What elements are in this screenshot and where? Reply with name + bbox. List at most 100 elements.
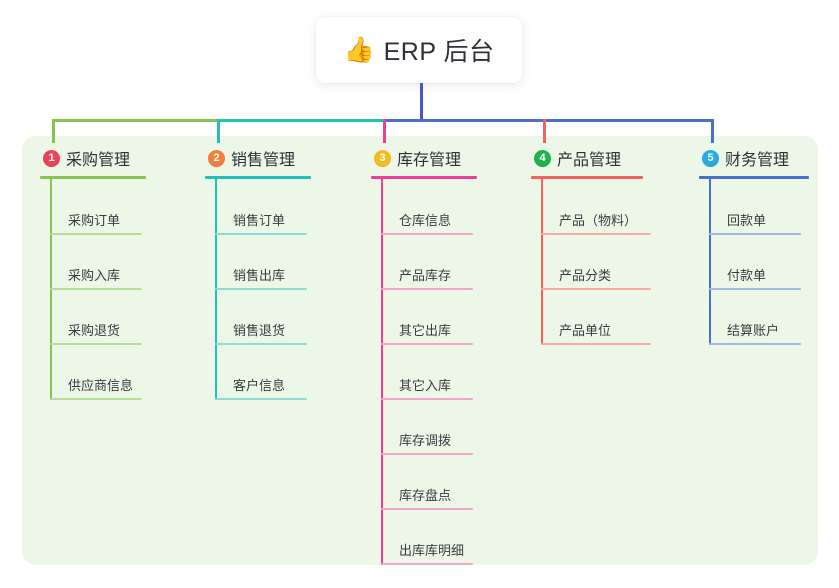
branch-header-5[interactable]: 5 财务管理 — [699, 146, 809, 170]
branch-title: 销售管理 — [231, 152, 296, 169]
branch-header-4[interactable]: 4 产品管理 — [531, 146, 643, 170]
branch-item-label: 结算账户 — [727, 323, 780, 338]
drop-line-4 — [543, 119, 546, 143]
branch-number-badge: 2 — [208, 149, 225, 167]
thumbs-up-icon: 👍 — [343, 35, 375, 64]
branch-item-label: 库存盘点 — [399, 488, 452, 503]
root-node-label: ERP 后台 — [383, 38, 495, 66]
drop-line-1 — [52, 119, 55, 143]
branch-item-rule — [215, 288, 307, 290]
branch-item-label: 产品单位 — [559, 323, 612, 338]
branch-number-badge: 5 — [702, 149, 719, 167]
branch-items: 回款单付款单结算账户 — [699, 179, 809, 345]
branch-title: 库存管理 — [397, 152, 462, 169]
branch-number-badge: 4 — [534, 149, 551, 167]
branch-item[interactable]: 销售出库 — [205, 256, 355, 290]
branch-items: 仓库信息产品库存其它出库其它入库库存调拨库存盘点出库库明细 — [371, 179, 477, 565]
branch-items: 产品（物料） 产品分类产品单位 — [531, 179, 651, 345]
branch-item-label: 客户信息 — [233, 378, 286, 393]
branch-item-rule — [215, 343, 307, 345]
branch-item-rule — [541, 233, 651, 235]
branch-item-label: 库存调拨 — [399, 433, 452, 448]
branch-header-rule — [40, 176, 146, 179]
branch-item[interactable]: 库存盘点 — [371, 476, 521, 510]
branch-item[interactable]: 出库库明细 — [371, 531, 521, 565]
branch-item[interactable]: 其它入库 — [371, 366, 521, 400]
branch-item-rule — [381, 453, 473, 455]
branch-header-3[interactable]: 3 库存管理 — [371, 146, 477, 170]
branch-item-rule — [50, 288, 142, 290]
branch-item[interactable]: 采购订单 — [40, 201, 190, 235]
root-stem-line — [420, 83, 423, 122]
branch-item-label: 产品（物料） — [559, 213, 638, 228]
branch-items: 销售订单销售出库销售退货客户信息 — [205, 179, 311, 400]
branch-number-badge: 3 — [374, 149, 391, 167]
branch-item[interactable]: 仓库信息 — [371, 201, 521, 235]
branch-header-rule — [371, 176, 477, 179]
branch-item[interactable]: 其它出库 — [371, 311, 521, 345]
branch-number-badge: 1 — [43, 149, 60, 167]
branch-item[interactable]: 付款单 — [699, 256, 839, 290]
branch-item-label: 销售出库 — [233, 268, 286, 283]
bus-segment-1 — [52, 119, 217, 122]
root-node-card[interactable]: 👍 ERP 后台 — [316, 17, 522, 83]
branch-item-rule — [215, 233, 307, 235]
branch-item-rule — [541, 288, 651, 290]
branch-header-rule — [531, 176, 643, 179]
branch-item[interactable]: 结算账户 — [699, 311, 839, 345]
branch-item[interactable]: 销售退货 — [205, 311, 355, 345]
branch-spine-line — [381, 179, 383, 565]
branch-title: 产品管理 — [557, 152, 622, 169]
branch-item-rule — [215, 398, 307, 400]
branch-item-label: 出库库明细 — [399, 543, 465, 558]
branch-item-label: 付款单 — [727, 268, 767, 283]
branch-item[interactable]: 采购退货 — [40, 311, 190, 345]
branch-item[interactable]: 回款单 — [699, 201, 839, 235]
bus-segment-3 — [383, 119, 714, 122]
branch-item[interactable]: 客户信息 — [205, 366, 355, 400]
branch-item-label: 回款单 — [727, 213, 767, 228]
bus-segment-2 — [217, 119, 383, 122]
branch-item-label: 其它出库 — [399, 323, 452, 338]
branch-title: 财务管理 — [725, 152, 790, 169]
branch-column-5: 5 财务管理回款单付款单结算账户 — [699, 146, 809, 345]
branch-column-2: 2 销售管理销售订单销售出库销售退货客户信息 — [205, 146, 311, 400]
branch-item-rule — [381, 398, 473, 400]
branch-item-label: 采购订单 — [68, 213, 121, 228]
branch-item-rule — [381, 508, 473, 510]
branch-item[interactable]: 库存调拨 — [371, 421, 521, 455]
branch-column-4: 4 产品管理产品（物料） 产品分类产品单位 — [531, 146, 651, 345]
branch-item-rule — [50, 343, 142, 345]
branch-item[interactable]: 销售订单 — [205, 201, 355, 235]
branch-item-label: 采购入库 — [68, 268, 121, 283]
branch-item[interactable]: 采购入库 — [40, 256, 190, 290]
branch-item[interactable]: 产品（物料） — [531, 201, 681, 235]
branch-item[interactable]: 供应商信息 — [40, 366, 190, 400]
drop-line-2 — [217, 119, 220, 143]
branch-item-rule — [709, 233, 801, 235]
branch-header-2[interactable]: 2 销售管理 — [205, 146, 311, 170]
branch-item-label: 销售订单 — [233, 213, 286, 228]
branch-item-label: 其它入库 — [399, 378, 452, 393]
branch-item[interactable]: 产品单位 — [531, 311, 681, 345]
branch-item-label: 仓库信息 — [399, 213, 452, 228]
branches-panel — [22, 136, 818, 565]
branch-item-rule — [709, 343, 801, 345]
branch-item-rule — [381, 343, 473, 345]
branch-item-rule — [50, 398, 142, 400]
branch-header-1[interactable]: 1 采购管理 — [40, 146, 146, 170]
branch-item-label: 销售退货 — [233, 323, 286, 338]
branch-items: 采购订单采购入库采购退货供应商信息 — [40, 179, 146, 400]
branch-item[interactable]: 产品库存 — [371, 256, 521, 290]
branch-title: 采购管理 — [66, 152, 131, 169]
branch-item-label: 供应商信息 — [68, 378, 134, 393]
branch-item-rule — [381, 233, 473, 235]
branch-item[interactable]: 产品分类 — [531, 256, 681, 290]
branch-item-label: 产品分类 — [559, 268, 612, 283]
branch-item-rule — [50, 233, 142, 235]
branch-header-rule — [699, 176, 809, 179]
branch-header-rule — [205, 176, 311, 179]
